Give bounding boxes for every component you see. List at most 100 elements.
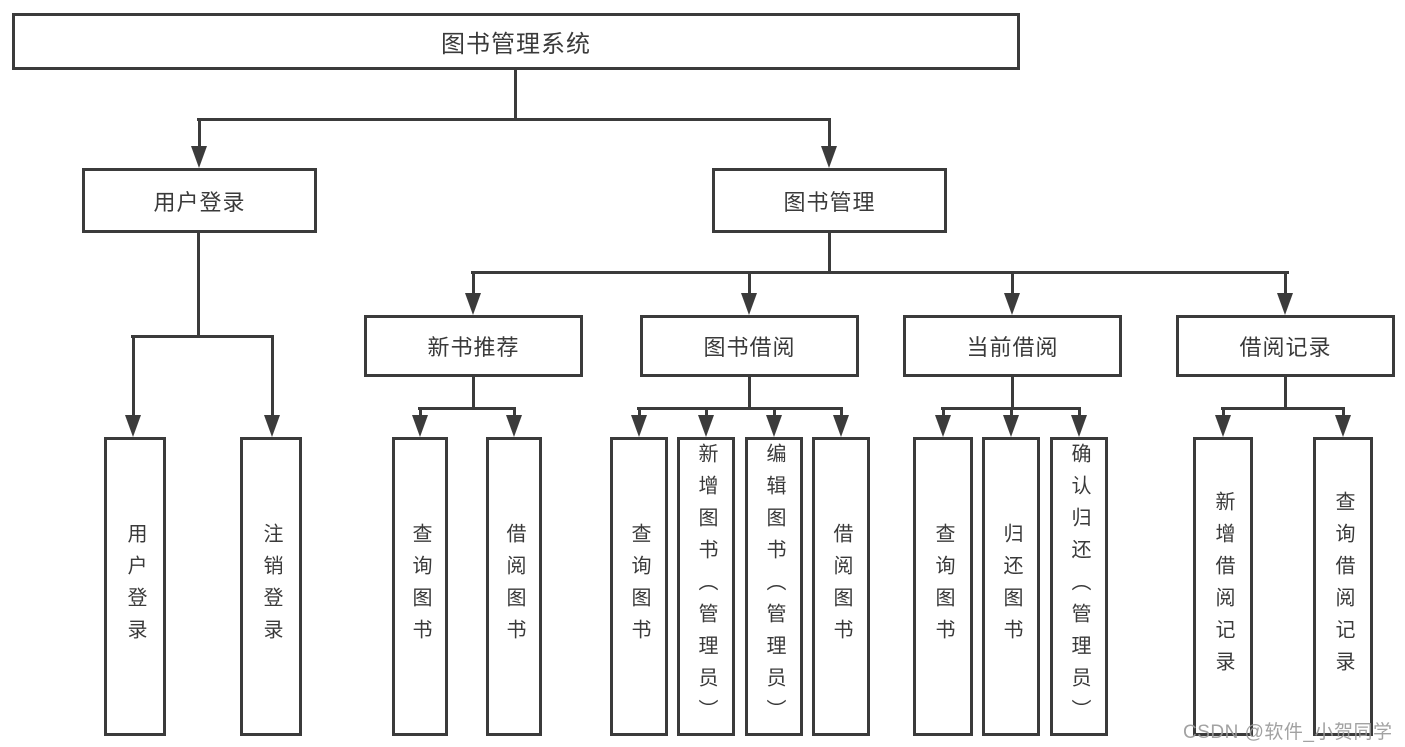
node-book-borrow-label: 图书借阅 <box>703 335 796 360</box>
arrowhead-down-icon <box>1215 415 1231 437</box>
connector-arrow-records-leaf-1 <box>1215 407 1231 437</box>
node-library-system-label: 图书管理系统 <box>441 31 591 58</box>
leaf-current-confirm-return-admin: 确认归还（管理员） <box>1050 437 1108 736</box>
connector-records-stem <box>1284 377 1287 410</box>
leaf-borrow-query-books-label: 查询图书 <box>628 522 650 651</box>
connector-arrow-records-leaf-2 <box>1335 407 1351 437</box>
arrowhead-down-icon <box>191 146 207 168</box>
leaf-recommend-query-books: 查询图书 <box>392 437 448 736</box>
leaf-borrow-borrow-books: 借阅图书 <box>812 437 870 736</box>
arrowhead-down-icon <box>125 415 141 437</box>
arrowhead-down-icon <box>1335 415 1351 437</box>
leaf-current-return-books-label: 归还图书 <box>1000 522 1022 651</box>
connector-arrow-borrow-leaf-2 <box>698 407 714 437</box>
leaf-current-query-books: 查询图书 <box>913 437 973 736</box>
arrow-stem <box>827 118 831 148</box>
arrow-stem <box>131 335 135 417</box>
arrow-stem <box>418 407 422 417</box>
arrowhead-down-icon <box>264 415 280 437</box>
leaf-current-return-books: 归还图书 <box>982 437 1040 736</box>
connector-recommend-stem <box>472 377 475 410</box>
leaf-logout: 注销登录 <box>240 437 302 736</box>
arrowhead-down-icon <box>506 415 522 437</box>
arrow-stem <box>941 407 945 417</box>
node-user-login: 用户登录 <box>82 168 317 233</box>
arrowhead-down-icon <box>1071 415 1087 437</box>
arrow-stem <box>772 407 776 417</box>
node-book-management-label: 图书管理 <box>783 189 876 215</box>
leaf-user-login: 用户登录 <box>104 437 166 736</box>
node-book-management: 图书管理 <box>712 168 947 233</box>
connector-book-management-hline <box>471 271 1289 274</box>
arrow-stem <box>1010 271 1014 295</box>
csdn-watermark: CSDN @软件_小贺同学 <box>1183 722 1393 743</box>
connector-arrow-to-new-book-recommend <box>465 271 481 315</box>
arrow-stem <box>1341 407 1345 417</box>
connector-arrow-to-borrow-records <box>1277 271 1293 315</box>
connector-arrow-borrow-leaf-1 <box>631 407 647 437</box>
arrow-stem <box>1283 271 1287 295</box>
arrow-stem <box>270 335 274 417</box>
connector-arrow-current-leaf-1 <box>935 407 951 437</box>
arrow-stem <box>637 407 641 417</box>
arrow-stem <box>1221 407 1225 417</box>
connector-recommend-hline <box>418 407 516 410</box>
node-borrow-records: 借阅记录 <box>1176 315 1395 377</box>
leaf-current-query-books-label: 查询图书 <box>932 522 954 651</box>
arrow-stem <box>704 407 708 417</box>
connector-arrow-to-current-borrow <box>1004 271 1020 315</box>
node-new-book-recommend: 新书推荐 <box>364 315 583 377</box>
arrowhead-down-icon <box>465 293 481 315</box>
arrow-stem <box>1009 407 1013 417</box>
arrow-stem <box>471 271 475 295</box>
connector-borrow-hline <box>637 407 843 410</box>
arrow-stem <box>512 407 516 417</box>
arrowhead-down-icon <box>412 415 428 437</box>
arrowhead-down-icon <box>741 293 757 315</box>
connector-root-hline <box>197 118 831 121</box>
arrowhead-down-icon <box>935 415 951 437</box>
arrow-stem <box>747 271 751 295</box>
leaf-current-confirm-return-admin-label: 确认归还（管理员） <box>1068 442 1090 731</box>
leaf-recommend-borrow-books-label: 借阅图书 <box>503 522 525 651</box>
connector-borrow-stem <box>748 377 751 410</box>
connector-records-hline <box>1221 407 1345 410</box>
node-current-borrow-label: 当前借阅 <box>966 335 1059 360</box>
arrow-stem <box>1077 407 1081 417</box>
leaf-recommend-borrow-books: 借阅图书 <box>486 437 542 736</box>
connector-user-login-hline <box>131 335 273 338</box>
leaf-records-query-record-label: 查询借阅记录 <box>1332 490 1354 683</box>
leaf-records-query-record: 查询借阅记录 <box>1313 437 1373 736</box>
leaf-records-add-record-label: 新增借阅记录 <box>1212 490 1234 683</box>
connector-arrow-to-book-management <box>821 118 837 168</box>
arrowhead-down-icon <box>1277 293 1293 315</box>
arrowhead-down-icon <box>1004 293 1020 315</box>
leaf-user-login-label: 用户登录 <box>124 522 146 651</box>
connector-arrow-recommend-leaf-1 <box>412 407 428 437</box>
node-user-login-label: 用户登录 <box>153 189 246 215</box>
leaf-records-add-record: 新增借阅记录 <box>1193 437 1253 736</box>
connector-arrow-borrow-leaf-4 <box>833 407 849 437</box>
leaf-borrow-query-books: 查询图书 <box>610 437 668 736</box>
connector-arrow-current-leaf-3 <box>1071 407 1087 437</box>
arrowhead-down-icon <box>631 415 647 437</box>
connector-root-stem <box>514 70 517 121</box>
arrowhead-down-icon <box>821 146 837 168</box>
arrowhead-down-icon <box>1003 415 1019 437</box>
connector-arrow-current-leaf-2 <box>1003 407 1019 437</box>
node-borrow-records-label: 借阅记录 <box>1239 335 1332 360</box>
leaf-borrow-edit-books-admin: 编辑图书（管理员） <box>745 437 803 736</box>
leaf-borrow-add-books-admin: 新增图书（管理员） <box>677 437 735 736</box>
connector-arrow-to-leaf-logout <box>264 335 280 437</box>
leaf-recommend-query-books-label: 查询图书 <box>409 522 431 651</box>
connector-book-management-stem <box>828 233 831 274</box>
node-current-borrow: 当前借阅 <box>903 315 1122 377</box>
leaf-borrow-edit-books-admin-label: 编辑图书（管理员） <box>763 442 785 731</box>
leaf-borrow-add-books-admin-label: 新增图书（管理员） <box>695 442 717 731</box>
node-book-borrow: 图书借阅 <box>640 315 859 377</box>
connector-arrow-to-leaf-user-login <box>125 335 141 437</box>
leaf-borrow-borrow-books-label: 借阅图书 <box>830 522 852 651</box>
connector-arrow-to-user-login <box>191 118 207 168</box>
arrow-stem <box>839 407 843 417</box>
